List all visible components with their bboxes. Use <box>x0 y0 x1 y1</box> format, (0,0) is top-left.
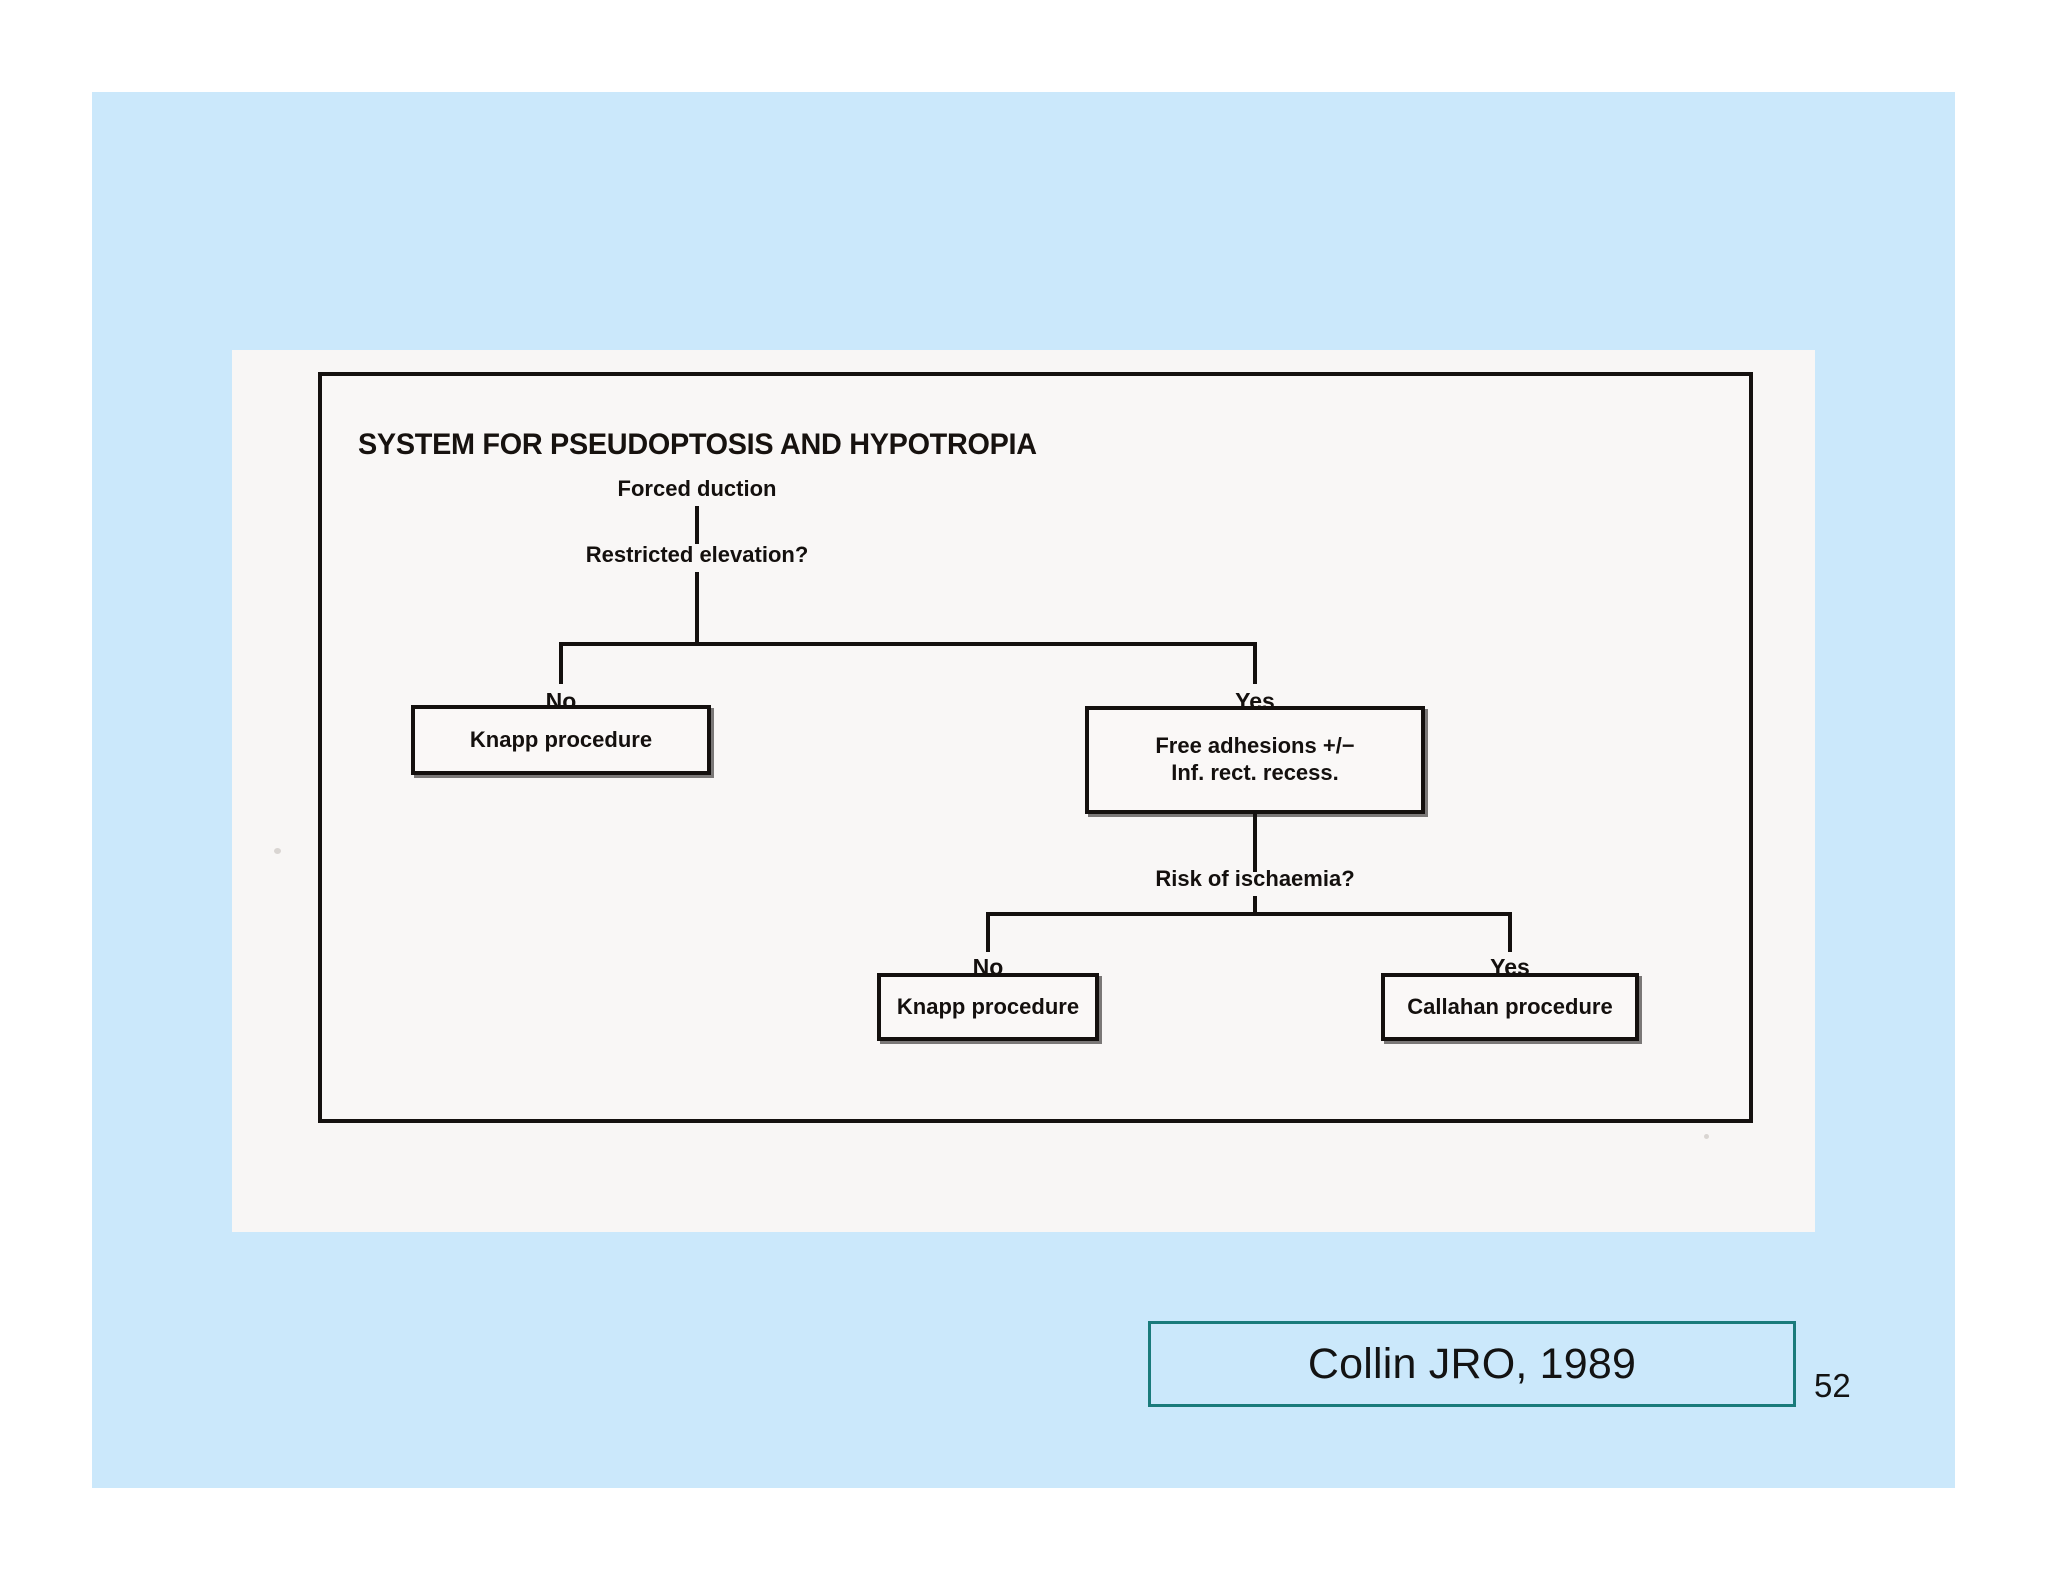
connector-restricted-elevation-stem <box>695 572 699 644</box>
node-box-knapp-procedure-bottom: Knapp procedure <box>877 973 1099 1041</box>
citation-label: Collin JRO, 1989 <box>1307 1339 1637 1388</box>
node-box-label-line2: Inf. rect. recess. <box>1171 760 1339 785</box>
node-restricted-elevation: Restricted elevation? <box>585 542 809 567</box>
connector-top-yes-drop-upper <box>1253 642 1257 684</box>
connector-bottom-yes-drop-upper <box>1508 912 1512 952</box>
connector-top-no-drop-upper <box>559 642 563 684</box>
node-box-label: Callahan procedure <box>1407 993 1613 1019</box>
node-box-callahan-procedure: Callahan procedure <box>1381 973 1639 1041</box>
figure-frame: SYSTEM FOR PSEUDOPTOSIS AND HYPOTROPIA F… <box>318 372 1753 1123</box>
slide-canvas: SYSTEM FOR PSEUDOPTOSIS AND HYPOTROPIA F… <box>92 92 1955 1488</box>
figure-panel: SYSTEM FOR PSEUDOPTOSIS AND HYPOTROPIA F… <box>232 350 1815 1232</box>
node-risk-of-ischaemia: Risk of ischaemia? <box>1155 866 1355 891</box>
page-number: 52 <box>1814 1367 1851 1404</box>
connector-bottom-no-drop-upper <box>986 912 990 952</box>
node-box-label-line1: Free adhesions +/− <box>1155 733 1355 759</box>
citation-box: Collin JRO, 1989 <box>1148 1321 1796 1407</box>
node-box-label: Knapp procedure <box>469 726 653 752</box>
node-box-label-multiline: Free adhesions +/− Inf. rect. recess. <box>1147 733 1362 787</box>
node-box-free-adhesions: Free adhesions +/− Inf. rect. recess. <box>1085 706 1425 814</box>
connector-top-split-bar <box>559 642 1257 646</box>
figure-title: SYSTEM FOR PSEUDOPTOSIS AND HYPOTROPIA <box>358 428 1037 461</box>
flowchart: SYSTEM FOR PSEUDOPTOSIS AND HYPOTROPIA F… <box>322 376 1749 1119</box>
connector-bottom-split-bar <box>986 912 1512 916</box>
connector-forced-duction-to-restricted-elevation <box>695 506 699 544</box>
connector-risk-stem <box>1253 896 1257 912</box>
connector-free-adhesions-to-risk <box>1253 814 1257 872</box>
node-box-label: Knapp procedure <box>896 993 1080 1019</box>
node-box-knapp-procedure-left: Knapp procedure <box>411 705 711 775</box>
node-forced-duction: Forced duction <box>617 476 777 501</box>
